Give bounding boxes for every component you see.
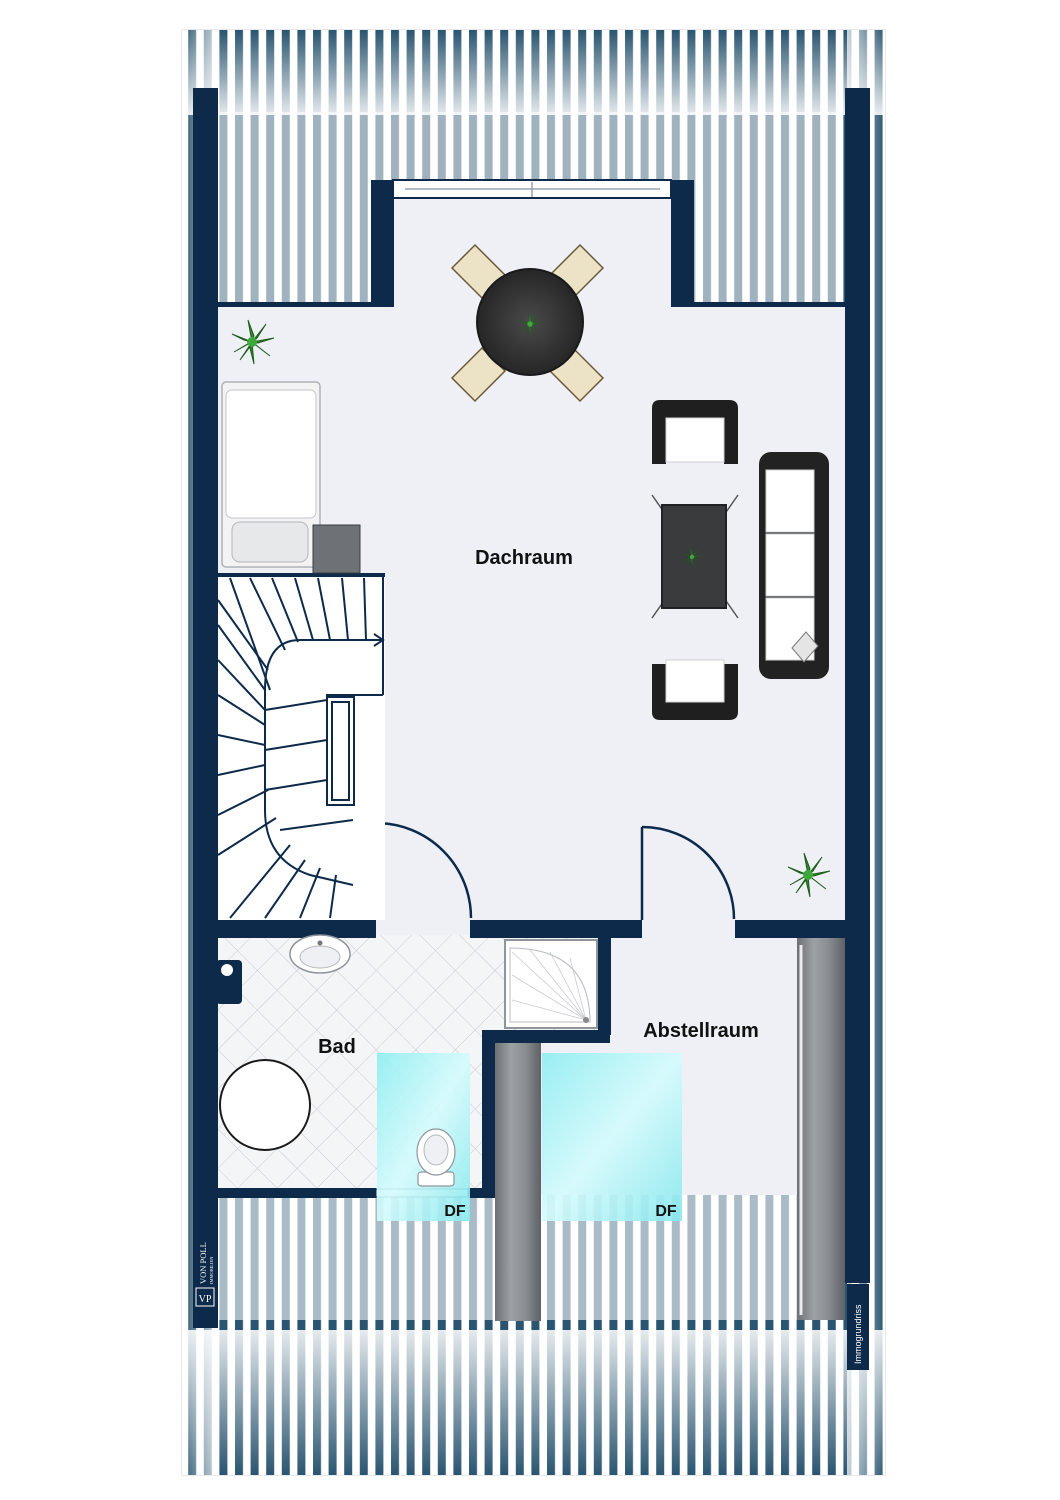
room-label-bad: Bad (318, 1036, 356, 1058)
brand-name: VON POLL (198, 1242, 208, 1284)
nightstand (312, 524, 361, 574)
coffee-table (651, 494, 739, 619)
credit-badge: Immogrundriss (847, 1284, 869, 1370)
brand-logo: VP VON POLL IMMOBILIEN (193, 1228, 217, 1310)
skylight-label-bad: DF (444, 1203, 466, 1220)
armchair-bottom (652, 659, 738, 720)
armchair-top (652, 400, 738, 464)
washbasin (289, 934, 351, 974)
brand-sub: IMMOBILIEN (209, 1256, 214, 1284)
room-label-dachraum: Dachraum (475, 547, 573, 569)
sofa (759, 452, 829, 679)
skylight-label-abstellraum: DF (655, 1203, 677, 1220)
credit-text: Immogrundriss (853, 1304, 863, 1364)
toilet (416, 1128, 456, 1187)
skylight-abstellraum (542, 1053, 682, 1221)
room-label-abstellraum: Abstellraum (643, 1020, 759, 1042)
beam-right (797, 938, 845, 1320)
brand-monogram: VP (199, 1294, 212, 1305)
shower (504, 939, 598, 1029)
window-top (392, 179, 672, 199)
dining-set (450, 243, 605, 403)
door-abstellraum[interactable] (640, 825, 736, 920)
bathtub-round (219, 1059, 311, 1151)
bed (221, 381, 321, 568)
staircase (217, 573, 385, 920)
beam-left (495, 1043, 541, 1321)
